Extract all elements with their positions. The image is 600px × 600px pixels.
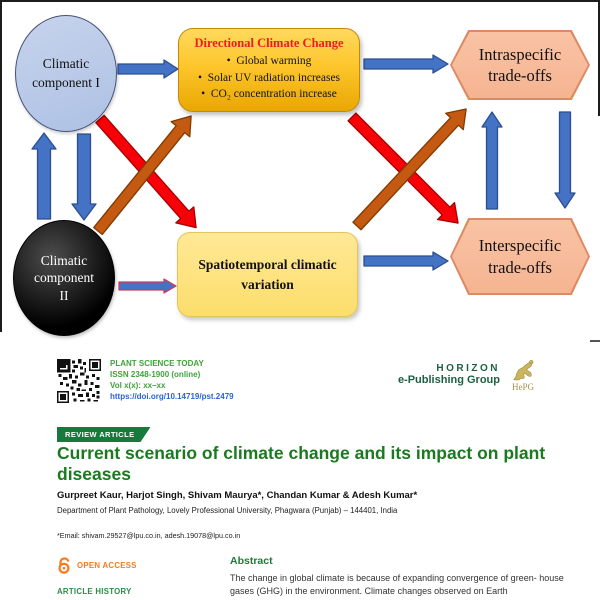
authors-line: Gurpreet Kaur, Harjot Singh, Shivam Maur… [57, 490, 418, 501]
node-title: Directional Climate Change [194, 36, 344, 50]
article-history-label: ARTICLE HISTORY [57, 587, 132, 596]
node-interspecific-tradeoffs: Interspecific trade-offs [450, 218, 590, 295]
graphical-abstract-diagram: Climatic component I Climatic component … [0, 0, 600, 350]
journal-volume: Vol x(x): xx–xx [110, 381, 166, 390]
node-label: Climatic [40, 252, 88, 268]
arrow-directional-to-intraspecific [363, 54, 449, 74]
open-lock-icon [58, 557, 70, 574]
doi-link[interactable]: https://doi.org/10.14719/pst.2479 [110, 392, 234, 401]
node-label: II [59, 287, 69, 303]
figure-border-top [0, 0, 600, 2]
journal-issn: ISSN 2348-1900 (online) [110, 370, 201, 379]
article-title: Current scenario of climate change and i… [57, 443, 546, 484]
arrow-climatic2-to-directional [93, 115, 192, 236]
publisher-logo-label: HePG [512, 382, 534, 392]
node-label: variation [241, 276, 294, 292]
node-label: trade-offs [488, 66, 552, 85]
arrow-spatiotemporal-to-interspecific [363, 251, 449, 271]
article-type-badge: REVIEW ARTICLE [57, 427, 151, 442]
publisher-block: HORIZON e-Publishing Group [370, 363, 500, 386]
publisher-subname: e-Publishing Group [397, 374, 500, 386]
node-label: component I [32, 74, 100, 90]
bullet-item: Solar UV radiation increases [198, 70, 340, 87]
arrow-interspecific-to-intraspecific [481, 111, 503, 210]
abstract-line: house gases (GHG) in the environment. Cl… [230, 573, 564, 596]
journal-name: PLANT SCIENCE TODAY [110, 359, 204, 368]
node-bullet-list: Global warming Solar UV radiation increa… [198, 53, 340, 103]
node-label: Intraspecific [478, 44, 562, 64]
arrow-climatic1-to-climatic2 [71, 133, 97, 221]
bullet-item: CO₂ concentration increase [198, 86, 340, 103]
open-access-label: OPEN ACCESS [77, 561, 137, 570]
arrow-intraspecific-to-interspecific [554, 111, 576, 209]
qr-code [57, 359, 101, 403]
email-line: *Email: shivam.29527@lpu.co.in, adesh.19… [57, 531, 241, 540]
arrow-climatic2-to-spatiotemporal [118, 278, 177, 294]
node-label: Interspecific [478, 236, 562, 256]
open-access-row: OPEN ACCESS [57, 557, 137, 574]
abstract-text: The change in global climate is because … [230, 572, 586, 598]
abstract-line: The change in global climate is because … [230, 573, 537, 583]
node-label: trade-offs [488, 257, 552, 277]
arrow-climatic2-to-climatic1 [31, 132, 57, 220]
figure-border-right [598, 0, 600, 116]
article-header-section: PLANT SCIENCE TODAY ISSN 2348-1900 (onli… [0, 350, 600, 600]
node-climatic-component-2: Climatic component II [13, 220, 115, 336]
lion-logo [513, 360, 534, 381]
bullet-item: Global warming [198, 53, 340, 70]
node-spatiotemporal-variation: Spatiotemporal climatic variation [177, 232, 358, 317]
publisher-logo: HePG [506, 358, 540, 392]
affiliation-line: Department of Plant Pathology, Lovely Pr… [57, 506, 398, 515]
node-intraspecific-tradeoffs: Intraspecific trade-offs [450, 30, 590, 100]
node-label: component [34, 270, 94, 286]
abstract-heading: Abstract [230, 555, 273, 567]
node-label: Spatiotemporal climatic [198, 256, 337, 272]
figure-border-dash [590, 340, 600, 342]
figure-border-left [0, 0, 2, 332]
node-label: Climatic [42, 56, 90, 72]
journal-info-block: PLANT SCIENCE TODAY ISSN 2348-1900 (onli… [110, 358, 234, 402]
arrow-spatiotemporal-to-intraspecific [352, 108, 467, 231]
publisher-name: HORIZON [436, 363, 500, 374]
arrow-climatic1-to-directional [117, 59, 179, 79]
node-climatic-component-1: Climatic component I [15, 15, 117, 132]
node-directional-climate-change: Directional Climate Change Global warmin… [178, 28, 360, 112]
